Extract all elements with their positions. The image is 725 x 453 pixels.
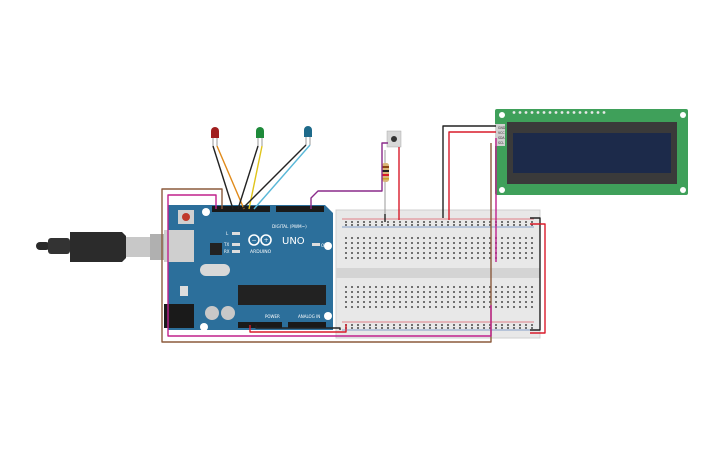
- lcd-display-module[interactable]: GND VCC SDA SCL: [495, 109, 688, 195]
- lcd-top-pins: [512, 111, 606, 114]
- breadboard[interactable]: [335, 209, 541, 339]
- power-jack: [164, 304, 194, 328]
- lcd-i2c-header[interactable]: [495, 124, 505, 146]
- lcd-mount-hole: [499, 112, 505, 118]
- usb-cable[interactable]: [36, 232, 170, 262]
- usb-chip: [210, 243, 222, 255]
- mount-hole: [200, 323, 208, 331]
- brand-label: ARDUINO: [250, 249, 272, 255]
- mount-hole: [324, 312, 332, 320]
- reset-button[interactable]: [182, 213, 190, 221]
- lcd-screen: [513, 133, 671, 173]
- wire-lcd-red[interactable]: [448, 131, 496, 220]
- analog-header[interactable]: [288, 322, 326, 328]
- wire-magenta-top[interactable]: [167, 194, 492, 337]
- analog-in-label: ANALOG IN: [298, 314, 320, 319]
- wire-rail-red-right[interactable]: [530, 223, 546, 334]
- wire-led-red-black[interactable]: [212, 145, 234, 210]
- arduino-logo-icon: − +: [248, 234, 272, 246]
- on-led: [312, 243, 320, 246]
- digital-pwm-label: DIGITAL (PWM~): [272, 224, 307, 229]
- wire-button-purple[interactable]: [310, 142, 388, 209]
- l-label: L: [226, 231, 229, 236]
- lcd-pin-vcc: VCC: [498, 131, 505, 135]
- lcd-pin-gnd: GND: [498, 126, 506, 130]
- capacitor: [205, 306, 219, 320]
- lcd-mount-hole: [499, 187, 505, 193]
- push-button[interactable]: [386, 130, 402, 148]
- atmega-chip: [238, 285, 326, 305]
- l-led: [232, 232, 240, 235]
- breadboard-holes[interactable]: [345, 221, 533, 329]
- capacitor: [221, 306, 235, 320]
- wire-gnd-black[interactable]: [255, 325, 341, 330]
- wire-led-blue-black[interactable]: [241, 144, 307, 210]
- tx-label: TX: [223, 242, 229, 247]
- svg-text:+: +: [264, 237, 269, 244]
- crystal: [200, 264, 230, 276]
- rx-label: RX: [224, 249, 230, 254]
- led-blue[interactable]: [304, 126, 312, 145]
- wire-led-red-orange[interactable]: [216, 145, 245, 210]
- digital-header-right[interactable]: [276, 206, 324, 212]
- mount-hole: [202, 208, 210, 216]
- rx-led: [232, 250, 240, 253]
- mount-hole: [324, 242, 332, 250]
- lcd-mount-hole: [680, 112, 686, 118]
- led-red[interactable]: [211, 127, 219, 146]
- wires[interactable]: [161, 125, 546, 343]
- digital-header-left[interactable]: [212, 206, 270, 212]
- wire-led-blue-cyan[interactable]: [253, 144, 311, 210]
- usb-port: [164, 230, 194, 262]
- on-label: ON: [321, 243, 327, 248]
- lcd-mount-hole: [680, 187, 686, 193]
- lcd-pin-sda: SDA: [498, 136, 505, 140]
- regulator: [180, 286, 188, 296]
- wire-led-green-black[interactable]: [237, 145, 259, 210]
- wire-lcd-black[interactable]: [442, 125, 496, 218]
- model-label: UNO: [282, 236, 305, 247]
- arduino-uno-board[interactable]: L TX RX ON DIGITAL (PWM~) POWER ANALOG I…: [164, 205, 333, 331]
- lcd-pin-scl: SCL: [498, 141, 504, 145]
- tx-led: [232, 243, 240, 246]
- center-channel: [336, 268, 540, 278]
- svg-text:−: −: [252, 237, 257, 244]
- wire-5v-red[interactable]: [249, 324, 347, 333]
- power-label: POWER: [265, 314, 280, 319]
- resistor[interactable]: [382, 150, 389, 214]
- led-green[interactable]: [256, 127, 264, 146]
- wire-led-green-yellow[interactable]: [248, 145, 263, 210]
- wire-rail-black-right[interactable]: [530, 217, 541, 331]
- power-header[interactable]: [238, 322, 282, 328]
